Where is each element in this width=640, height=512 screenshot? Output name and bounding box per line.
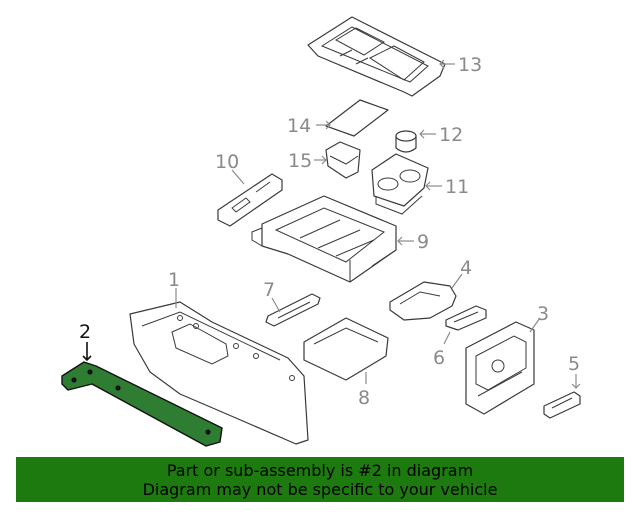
leader-10 — [231, 169, 245, 185]
callout-3: 3 — [537, 303, 549, 325]
part-8-tray-bracket — [303, 317, 389, 381]
part-1-side-panel — [129, 301, 309, 445]
part-12-cup-insert — [395, 130, 417, 153]
callout-6: 6 — [433, 347, 445, 369]
callout-5: 5 — [568, 353, 580, 375]
part-4-bracket — [389, 281, 457, 321]
leader-4 — [451, 273, 463, 289]
leader-3 — [529, 317, 541, 333]
part-3-control-bezel — [465, 321, 535, 415]
part-2-highlighted-bracket — [61, 361, 223, 447]
part-6-small-trim — [445, 305, 487, 331]
part-11-cup-holder — [371, 153, 429, 215]
banner-line-part: Part or sub-assembly is #2 in diagram — [166, 461, 474, 480]
parts-diagram: 13 14 12 15 11 10 — [61, 16, 581, 447]
callout-8: 8 — [358, 387, 370, 409]
callout-1: 1 — [168, 269, 180, 291]
callout-13: 13 — [458, 54, 482, 76]
callout-15: 15 — [288, 150, 312, 172]
callout-14: 14 — [287, 115, 311, 137]
callout-12: 12 — [439, 124, 463, 146]
part-7-trim-strip — [265, 293, 321, 327]
callout-10: 10 — [215, 151, 239, 173]
leader-6 — [443, 331, 451, 345]
part-5-switch — [543, 391, 581, 419]
leader-7 — [271, 297, 281, 313]
part-14-mat — [325, 99, 389, 137]
info-banner: Part or sub-assembly is #2 in diagram Di… — [16, 457, 624, 502]
callout-4: 4 — [460, 257, 472, 279]
callout-11: 11 — [445, 176, 469, 198]
callout-9: 9 — [417, 231, 429, 253]
callout-2: 2 — [79, 321, 91, 343]
callout-7: 7 — [263, 279, 275, 301]
banner-line-disclaimer: Diagram may not be specific to your vehi… — [142, 480, 498, 499]
part-13-console-top — [307, 16, 446, 97]
part-10-switch-panel — [217, 173, 283, 227]
part-15-storage-bin — [325, 141, 361, 179]
part-9-console-frame — [251, 195, 397, 283]
